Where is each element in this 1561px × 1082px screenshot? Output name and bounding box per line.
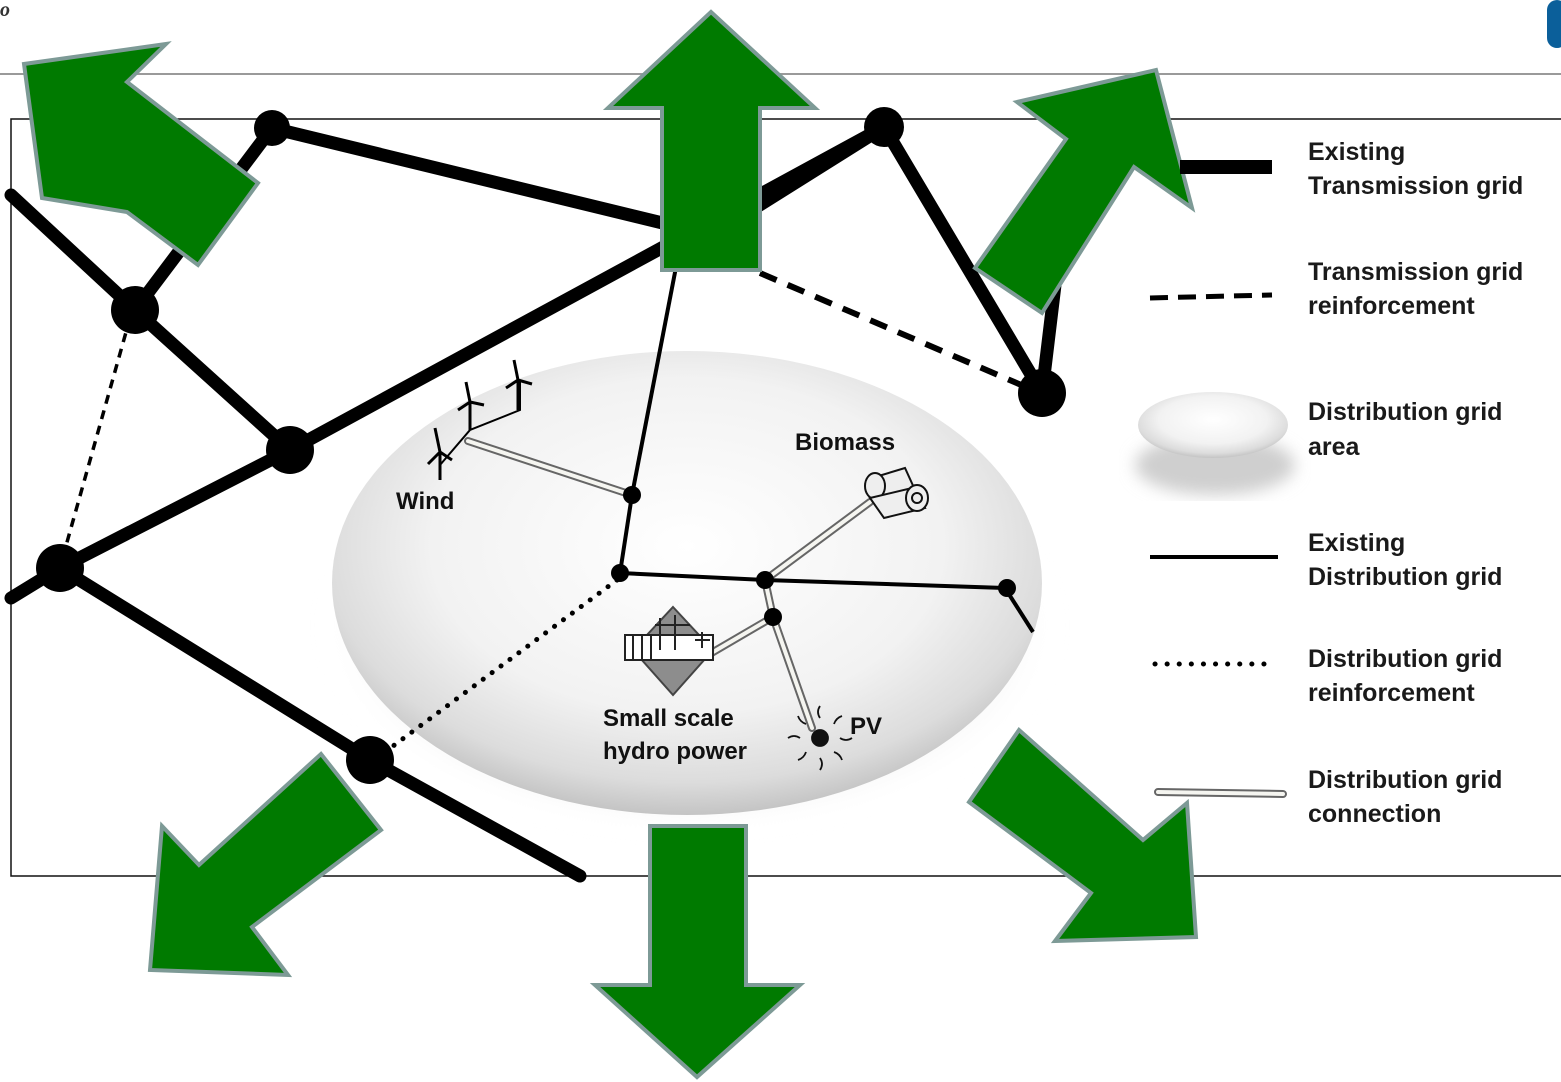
transmission-nodes (36, 107, 1066, 784)
pv-sun-icon (787, 705, 853, 771)
transmission-reinforcement-left (60, 317, 132, 561)
arrow-down-left-icon (147, 751, 384, 978)
transmission-reinforcement-line (758, 270, 1042, 396)
distribution-nodes (611, 486, 1016, 626)
legend-distribution-reinforcement-line2: reinforcement (1308, 679, 1475, 707)
wind-turbine-icon (426, 359, 533, 480)
legend-existing-transmission-line1: Existing (1308, 138, 1405, 166)
label-wind: Wind (396, 488, 454, 515)
arrow-down-right-icon (966, 727, 1199, 944)
legend-swatch-distribution-connection-inner (1156, 790, 1285, 796)
corner-logo-badge (1547, 0, 1561, 48)
legend-existing-distribution-line1: Existing (1308, 529, 1405, 557)
legend-distribution-connection-line2: connection (1308, 800, 1441, 828)
distribution-reinforcement-line (382, 577, 620, 755)
legend-distribution-connection-line1: Distribution grid (1308, 766, 1502, 794)
corner-logo-fragment: o (0, 0, 10, 21)
legend-swatch-transmission-reinforcement (1149, 292, 1273, 301)
biomass-logs-icon (864, 466, 929, 520)
distribution-area-oval (332, 351, 1042, 815)
arrow-up-left-icon (21, 41, 261, 268)
label-pv: PV (850, 713, 882, 740)
legend-existing-transmission-line2: Transmission grid (1308, 172, 1523, 200)
transmission-grid (4, 120, 1062, 883)
arrow-down-icon (589, 824, 806, 1080)
label-biomass: Biomass (795, 429, 895, 456)
arrow-up-right-icon (972, 67, 1196, 316)
diagram-frame (10, 118, 1561, 877)
legend-distribution-area-line1: Distribution grid (1308, 398, 1502, 426)
label-hydro-line1: Small scale (603, 705, 734, 732)
legend-distribution-reinforcement-line1: Distribution grid (1308, 645, 1502, 673)
legend-distribution-area-line2: area (1308, 433, 1361, 461)
legend-transmission-reinforcement-line1: Transmission grid (1308, 258, 1523, 286)
legend-transmission-reinforcement-line2: reinforcement (1308, 292, 1475, 320)
hydro-power-icon (624, 605, 715, 697)
label-hydro-line2: hydro power (603, 738, 747, 765)
arrow-up-icon (602, 9, 821, 272)
legend-existing-distribution-line2: Distribution grid (1308, 563, 1502, 591)
distribution-grid (618, 261, 1035, 634)
expansion-arrows (21, 9, 1199, 1080)
legend-swatch-distribution-area (1138, 392, 1288, 458)
legend: Existing Transmission grid Transmission … (1135, 138, 1523, 828)
